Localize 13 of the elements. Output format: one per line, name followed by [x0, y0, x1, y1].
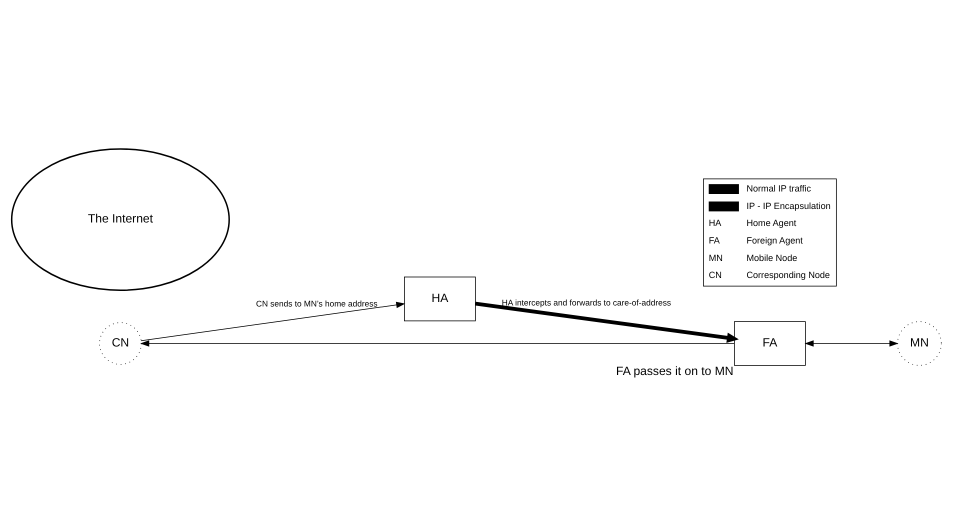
label: Foreign Agent: [746, 234, 803, 245]
edge-label: CN sends to MN’s home address: [256, 298, 378, 308]
label: MN: [708, 252, 723, 262]
label: Mobile Node: [746, 252, 798, 262]
label: FA: [708, 234, 720, 245]
legend-label: IP - IP Encapsulation: [746, 200, 831, 210]
node-label: FA passes it on to MN: [616, 364, 734, 378]
legend-label: Normal IP traffic: [746, 182, 812, 193]
label: Corresponding Node: [746, 270, 830, 280]
edge-label: HA intercepts and forwards to care-of-address: [502, 297, 672, 308]
label: HA: [708, 218, 722, 228]
label: CN: [708, 270, 722, 280]
label: Home Agent: [746, 218, 796, 228]
